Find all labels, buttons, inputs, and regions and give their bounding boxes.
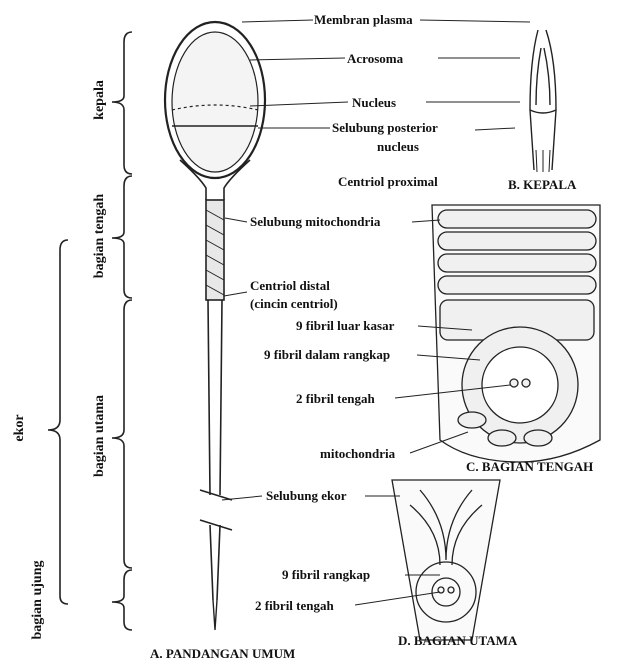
label-centriol-distal-2: (cincin centriol) (250, 296, 338, 311)
bracket-ekor (48, 240, 68, 604)
caption-pandangan-umum: A. PANDANGAN UMUM (150, 646, 295, 661)
label-centriol-distal: Centriol distal (250, 278, 330, 293)
label-fibril-rangkap: 9 fibril rangkap (282, 567, 370, 582)
label-selubung-posterior: Selubung posterior (332, 120, 438, 135)
label-fibril-luar-kasar: 9 fibril luar kasar (296, 318, 394, 333)
principal-piece-detail (392, 480, 500, 640)
region-bagian-ujung: bagian ujung (30, 550, 46, 650)
label-selubung-mitochondria: Selubung mitochondria (250, 214, 380, 229)
caption-bagian-tengah: C. BAGIAN TENGAH (466, 459, 593, 474)
head-side-view (530, 30, 556, 172)
label-fibril-tengah-c: 2 fibril tengah (296, 391, 375, 406)
midpiece-detail (432, 205, 600, 462)
label-membran-plasma: Membran plasma (314, 12, 413, 27)
label-acrosoma: Acrosoma (347, 51, 403, 66)
region-bagian-utama: bagian utama (92, 381, 108, 491)
leader-membran-plasma (242, 20, 313, 22)
leader-centriol-distal (224, 292, 247, 296)
label-fibril-tengah-d: 2 fibril tengah (255, 598, 334, 613)
leader-acrosoma (250, 58, 345, 60)
leader-membran-plasma-b (420, 20, 530, 22)
region-bagian-tengah: bagian tengah (92, 181, 108, 291)
leader-selubung-mitochondria (225, 218, 247, 222)
caption-bagian-utama: D. BAGIAN UTAMA (398, 633, 517, 648)
bracket-bagian-tengah (112, 176, 132, 298)
region-kepala: kepala (92, 60, 108, 140)
bracket-bagian-utama (112, 300, 132, 568)
region-ekor: ekor (12, 398, 28, 458)
bracket-bagian-ujung (112, 570, 132, 630)
label-fibril-dalam-rangkap: 9 fibril dalam rangkap (264, 347, 390, 362)
label-selubung-ekor: Selubung ekor (266, 488, 347, 503)
bracket-kepala (112, 32, 132, 174)
leader-selubung-posterior-b (475, 128, 515, 130)
caption-kepala: B. KEPALA (508, 177, 576, 192)
sperm-overall-view (165, 22, 265, 630)
label-selubung-posterior-2: nucleus (377, 139, 419, 154)
label-mitochondria: mitochondria (320, 446, 395, 461)
label-nucleus: Nucleus (352, 95, 396, 110)
label-centriol-proximal: Centriol proximal (338, 174, 438, 189)
